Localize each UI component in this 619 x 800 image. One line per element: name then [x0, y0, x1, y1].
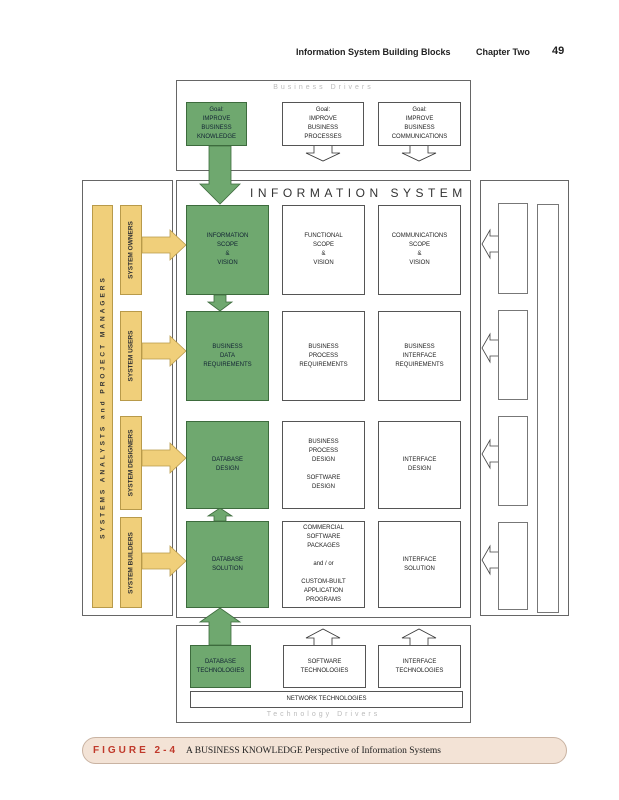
cell-software-solution: COMMERCIAL SOFTWARE PACKAGES and / or CU… — [282, 521, 365, 608]
role-label: SYSTEM OWNERS — [127, 221, 135, 279]
analysts-managers-label: SYSTEMS ANALYSTS and PROJECT MANAGERS — [99, 274, 106, 539]
cell-database-design: DATABASE DESIGN — [186, 421, 269, 509]
goal-business-processes: Goal: IMPROVE BUSINESS PROCESSES — [282, 102, 364, 146]
analysts-managers-banner: SYSTEMS ANALYSTS and PROJECT MANAGERS — [92, 205, 113, 608]
role-system-owners: SYSTEM OWNERS — [120, 205, 142, 295]
business-drivers-label: Business Drivers — [273, 84, 374, 91]
cell-business-data-requirements: BUSINESS DATA REQUIREMENTS — [186, 311, 269, 401]
goal-business-communications: Goal: IMPROVE BUSINESS COMMUNICATIONS — [378, 102, 461, 146]
technology-drivers-frame — [176, 625, 471, 723]
cell-business-interface-requirements: BUSINESS INTERFACE REQUIREMENTS — [378, 311, 461, 401]
running-title: Information System Building Blocks — [296, 47, 451, 57]
software-technologies: SOFTWARE TECHNOLOGIES — [283, 645, 366, 688]
right-banner — [537, 204, 559, 613]
figure-caption: FIGURE 2-4 A BUSINESS KNOWLEDGE Perspect… — [82, 737, 567, 764]
business-drivers-frame — [176, 80, 471, 171]
role-label: SYSTEM BUILDERS — [127, 531, 135, 594]
cell-database-solution: DATABASE SOLUTION — [186, 521, 269, 608]
role-system-users: SYSTEM USERS — [120, 311, 142, 401]
cell-information-scope: INFORMATION SCOPE & VISION — [186, 205, 269, 295]
figure-number: FIGURE 2-4 — [93, 745, 179, 756]
page-number: 49 — [552, 45, 565, 57]
information-system-frame — [176, 180, 471, 618]
right-box-4 — [498, 522, 528, 610]
cell-interface-design: INTERFACE DESIGN — [378, 421, 461, 509]
cell-interface-solution: INTERFACE SOLUTION — [378, 521, 461, 608]
chapter-label: Chapter Two — [476, 47, 530, 57]
right-box-1 — [498, 203, 528, 294]
cell-process-software-design: BUSINESS PROCESS DESIGN SOFTWARE DESIGN — [282, 421, 365, 509]
figure-title: A BUSINESS KNOWLEDGE Perspective of Info… — [186, 745, 441, 756]
right-box-3 — [498, 416, 528, 506]
cell-business-process-requirements: BUSINESS PROCESS REQUIREMENTS — [282, 311, 365, 401]
information-system-title: INFORMATION SYSTEM — [250, 186, 467, 200]
interface-technologies: INTERFACE TECHNOLOGIES — [378, 645, 461, 688]
goal-business-knowledge: Goal: IMPROVE BUSINESS KNOWLEDGE — [186, 102, 247, 146]
cell-functional-scope: FUNCTIONAL SCOPE & VISION — [282, 205, 365, 295]
database-technologies: DATABASE TECHNOLOGIES — [190, 645, 251, 688]
role-label: SYSTEM USERS — [127, 330, 135, 382]
right-box-2 — [498, 310, 528, 400]
technology-drivers-label: Technology Drivers — [266, 711, 381, 718]
role-system-builders: SYSTEM BUILDERS — [120, 517, 142, 608]
stakeholders-frame — [82, 180, 173, 616]
network-technologies: NETWORK TECHNOLOGIES — [190, 691, 463, 708]
right-frame — [480, 180, 569, 616]
cell-communications-scope: COMMUNICATIONS SCOPE & VISION — [378, 205, 461, 295]
role-system-designers: SYSTEM DESIGNERS — [120, 416, 142, 510]
role-label: SYSTEM DESIGNERS — [127, 429, 135, 497]
